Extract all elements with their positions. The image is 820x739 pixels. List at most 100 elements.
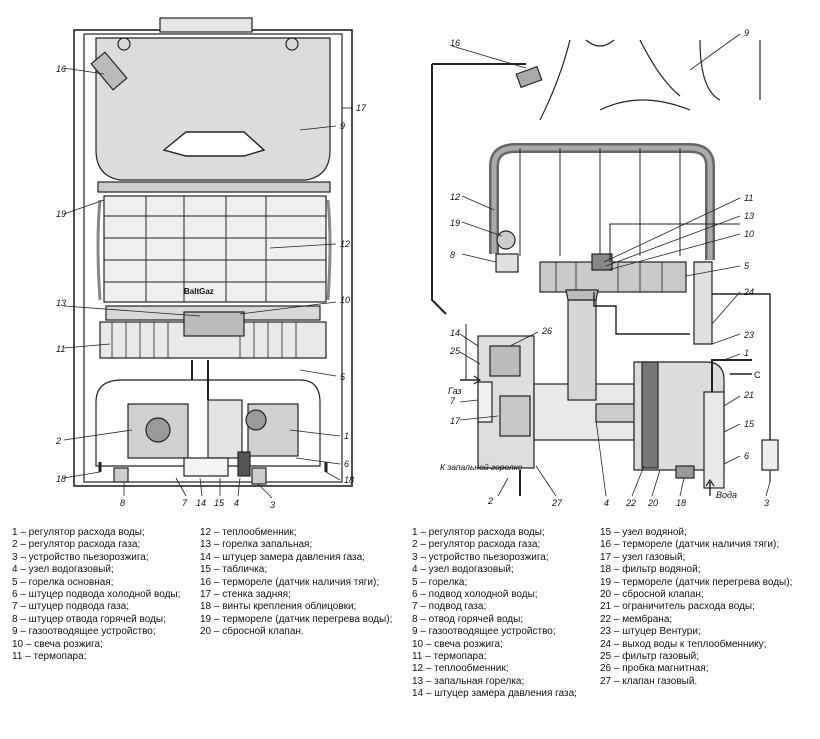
- to-pilot-label: К запальной горелке: [440, 462, 523, 472]
- legend-item: 2 – регулятор расхода газа;: [12, 539, 141, 551]
- legend-item: 20 – сбросной клапан;: [600, 589, 704, 601]
- right-callout-19: 19: [450, 218, 460, 228]
- left-callout-13: 13: [56, 298, 66, 308]
- right-callout-18: 18: [676, 498, 686, 508]
- left-callout-18b: 18: [344, 475, 354, 485]
- right-callout-23: 23: [743, 330, 754, 340]
- cold-water-mark: C: [754, 370, 761, 380]
- left-callout-8: 8: [120, 498, 125, 508]
- right-callout-16: 16: [450, 38, 460, 48]
- right-callout-14: 14: [450, 328, 460, 338]
- gas-inlet-label: Газ: [448, 386, 462, 396]
- right-callout-13: 13: [744, 211, 754, 221]
- legend-item: 3 – устройство пьезорозжига;: [12, 551, 149, 563]
- legend-right-col1: 1 – регулятор расхода воды;2 – регулятор…: [412, 527, 598, 701]
- left-callout-4: 4: [234, 498, 239, 508]
- left-callout-11: 11: [56, 344, 65, 354]
- legend-item: 10 – свеча розжига;: [412, 638, 503, 650]
- right-callout-20: 20: [647, 498, 658, 508]
- left-callout-3: 3: [270, 500, 275, 510]
- right-callout-8: 8: [450, 250, 455, 260]
- right-callout-21: 21: [743, 390, 754, 400]
- legend-item: 27 – клапан газовый.: [600, 675, 698, 687]
- legend-item: 3 – устройство пьезорозжига;: [412, 551, 549, 563]
- right-callout-9: 9: [744, 28, 749, 38]
- legend-item: 2 – регулятор расхода газа;: [412, 539, 541, 551]
- legend-item: 20 – сбросной клапан.: [200, 626, 304, 638]
- right-callout-15: 15: [744, 419, 755, 429]
- right-callout-24: 24: [743, 287, 754, 297]
- legend-item: 9 – газоотводящее устройство;: [12, 626, 156, 638]
- legend-item: 19 – термореле (датчик перегрева воды);: [600, 576, 793, 588]
- legend-item: 14 – штуцер замера давления газа;: [412, 688, 577, 700]
- right-callout-12: 12: [450, 192, 460, 202]
- right-callout-26: 26: [541, 326, 552, 336]
- left-callout-14: 14: [196, 498, 206, 508]
- legend-item: 18 – фильтр водяной;: [600, 564, 701, 576]
- legend-item: 18 – винты крепления облицовки;: [200, 601, 357, 613]
- legend-item: 23 – штуцер Вентури;: [600, 626, 701, 638]
- right-callout-7: 7: [450, 396, 456, 406]
- right-callout-labels: 16 9 12 11 13 10 19 8 5 24 14 26 25 7 17…: [440, 28, 769, 508]
- left-callout-7: 7: [182, 498, 188, 508]
- left-callout-5: 5: [340, 372, 346, 382]
- legend-item: 6 – штуцер подвода холодной воды;: [12, 589, 181, 601]
- right-callout-10: 10: [744, 229, 754, 239]
- left-callout-10: 10: [340, 295, 350, 305]
- legend-left-col1: 1 – регулятор расхода воды;2 – регулятор…: [12, 527, 202, 663]
- legend-item: 7 – штуцер подвода газа;: [12, 601, 130, 613]
- left-callout-9: 9: [340, 121, 345, 131]
- right-callout-27: 27: [551, 498, 563, 508]
- left-callout-1: 1: [344, 431, 349, 441]
- right-callout-25: 25: [449, 346, 461, 356]
- legend-item: 8 – отвод горячей воды;: [412, 613, 524, 625]
- legend-item: 11 – термопара;: [412, 651, 487, 663]
- legend-item: 6 – подвод холодной воды;: [412, 589, 538, 601]
- legend-right-col2: 15 – узел водяной;16 – термореле (датчик…: [600, 527, 810, 688]
- legend-item: 4 – узел водогазовый;: [12, 564, 114, 576]
- right-callout-5: 5: [744, 261, 750, 271]
- legend-item: 5 – горелка основная;: [12, 576, 114, 588]
- left-callout-15: 15: [214, 498, 225, 508]
- left-callout-16: 16: [56, 64, 66, 74]
- water-inlet-label: Вода: [716, 490, 737, 500]
- left-callout-18a: 18: [56, 474, 66, 484]
- legend-item: 22 – мембрана;: [600, 613, 673, 625]
- left-front-view: [63, 17, 353, 499]
- right-callout-22: 22: [625, 498, 636, 508]
- legend-item: 7 – подвод газа;: [412, 601, 487, 613]
- left-callout-17: 17: [356, 103, 367, 113]
- legend-item: 12 – теплообменник;: [412, 663, 509, 675]
- right-callout-11: 11: [744, 193, 753, 203]
- legend-item: 25 – фильтр газовый;: [600, 651, 700, 663]
- legend-item: 15 – табличка;: [200, 564, 268, 576]
- legend-item: 8 – штуцер отвода горячей воды;: [12, 613, 166, 625]
- legend-item: 11 – термопара;: [12, 651, 87, 663]
- legend-item: 1 – регулятор расхода воды;: [12, 527, 145, 538]
- legend-item: 14 – штуцер замера давления газа;: [200, 551, 365, 563]
- legend-item: 13 – горелка запальная;: [200, 539, 313, 551]
- right-callout-1: 1: [744, 348, 749, 358]
- legend-item: 17 – стенка задняя;: [200, 589, 291, 601]
- legend-item: 12 – теплообменник;: [200, 527, 297, 538]
- left-callout-labels: 16 17 9 19 12 13 10 11 5 2 1 18 8 7 14 1…: [55, 64, 367, 510]
- legend-item: 21 – ограничитель расхода воды;: [600, 601, 755, 613]
- brand-plate: BaltGaz: [184, 287, 214, 296]
- legend-left-col2: 12 – теплообменник;13 – горелка запальна…: [200, 527, 398, 639]
- left-callout-12: 12: [340, 239, 350, 249]
- left-callout-6: 6: [344, 459, 349, 469]
- heater-diagrams: 16 17 9 19 12 13 10 11 5 2 1 18 8 7 14 1…: [55, 17, 779, 510]
- right-schematic-view: [431, 33, 779, 497]
- legend-item: 4 – узел водогазовый;: [412, 564, 514, 576]
- legend-item: 17 – узел газовый;: [600, 551, 686, 563]
- legend-item: 10 – свеча розжига;: [12, 638, 103, 650]
- legend-item: 15 – узел водяной;: [600, 527, 687, 538]
- right-callout-6: 6: [744, 451, 749, 461]
- legend-item: 26 – пробка магнитная;: [600, 663, 709, 675]
- legend-item: 16 – термореле (датчик наличия тяги);: [600, 539, 780, 551]
- right-callout-2: 2: [487, 496, 493, 506]
- legend-item: 13 – запальная горелка;: [412, 675, 525, 687]
- legend-item: 19 – термореле (датчик перегрева воды);: [200, 613, 393, 625]
- right-callout-3: 3: [764, 498, 769, 508]
- legend-item: 5 – горелка;: [412, 576, 468, 588]
